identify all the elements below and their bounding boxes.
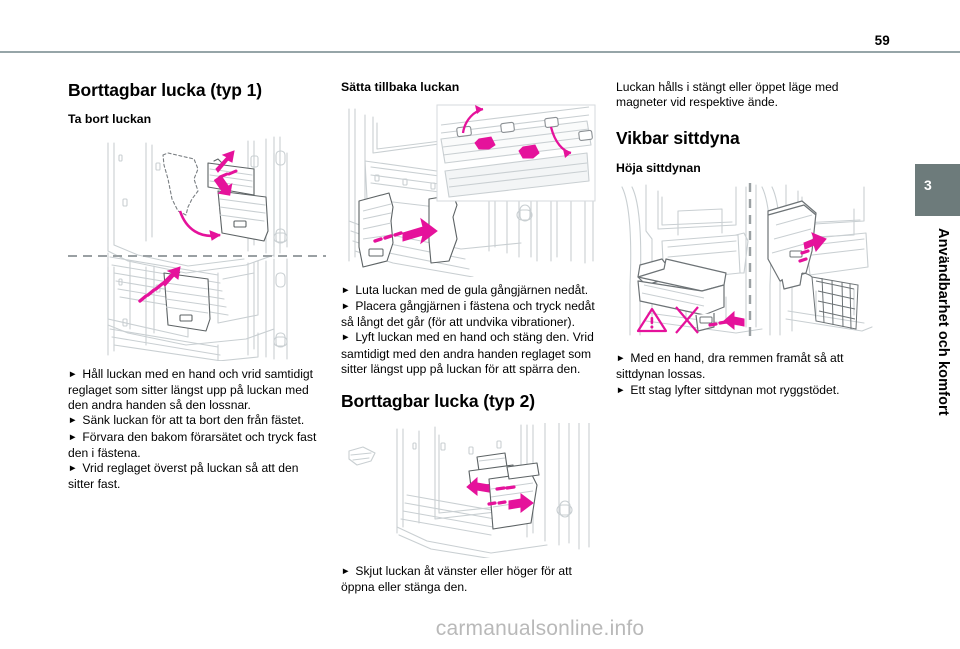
figure-sliding-panel-type2 — [341, 423, 599, 559]
bullet-triangle-icon: ► — [341, 300, 351, 312]
list-item-text: Placera gångjärnen i fästena och tryck n… — [341, 298, 595, 330]
figure-panel-refit — [341, 101, 599, 277]
instruction-list-middle: ► Luta luckan med de gula gångjärnen nedå… — [341, 283, 599, 377]
instruction-list-left: ►Håll luckan med en hand och vrid samtid… — [68, 367, 326, 493]
column-right: Luckan hålls i stängt eller öppet läge m… — [616, 80, 874, 399]
subsection-title-refit-hatch: Sätta tillbaka luckan — [341, 80, 460, 94]
figure-panel-removal — [68, 133, 326, 361]
list-item-text: Luta luckan med de gula gångjärnen nedåt… — [355, 282, 589, 297]
list-item-text: Sänk luckan för att ta bort den från fäs… — [82, 413, 305, 428]
list-item: ►Förvara den bakom förarsätet och tryck … — [68, 430, 326, 461]
list-item: ►Skjut luckan åt vänster eller höger för… — [341, 564, 599, 595]
column-middle: Sätta tillbaka luckan — [341, 80, 599, 596]
section-title-removable-hatch-type2: Borttagbar lucka (typ 2) — [341, 390, 536, 411]
list-item-text: Skjut luckan åt vänster eller höger för … — [341, 564, 572, 595]
chapter-tab: 3 — [915, 164, 960, 216]
list-item-text: Lyft luckan med en hand och stäng den. V… — [341, 330, 594, 376]
bullet-triangle-icon: ► — [341, 284, 351, 296]
list-item-text: Ett stag lyfter sittdynan mot ryggstödet… — [630, 382, 840, 397]
page-number: 59 — [874, 33, 890, 48]
site-watermark: carmanualsonline.info — [435, 617, 645, 640]
subsection-title-remove-hatch: Ta bort luckan — [68, 112, 152, 127]
header-divider — [0, 51, 960, 53]
list-item: ►Med en hand, dra remmen framåt så att s… — [616, 351, 874, 382]
subsection-title-raise-cushion: Höja sittdynan — [616, 160, 701, 175]
bullet-triangle-icon: ► — [68, 431, 78, 443]
section-title-folding-cushion: Vikbar sittdyna — [616, 128, 740, 149]
bullet-triangle-icon: ► — [341, 332, 351, 344]
list-item: ►Lyft luckan med en hand och stäng den. … — [341, 330, 599, 377]
bullet-triangle-icon: ► — [616, 353, 626, 365]
list-item: ►Håll luckan med en hand och vrid samtid… — [68, 367, 326, 414]
column-left: Borttagbar lucka (typ 1) Ta bort luckan — [68, 80, 326, 493]
bullet-triangle-icon: ► — [68, 415, 78, 427]
list-item: ► Luta luckan med de gula gångjärnen nedå… — [341, 283, 599, 299]
bullet-triangle-icon: ► — [68, 368, 78, 380]
list-item-text: Med en hand, dra remmen framåt så att si… — [616, 351, 844, 382]
instruction-list-middle-2: ►Skjut luckan åt vänster eller höger för… — [341, 564, 599, 595]
list-item-text: Förvara den bakom förarsätet och tryck f… — [68, 429, 317, 460]
chapter-tab-number: 3 — [924, 177, 932, 193]
chapter-title: Användbarhet och komfort — [935, 228, 951, 416]
list-item: ► Ett stag lyfter sittdynan mot ryggstöde… — [616, 383, 874, 399]
list-item-text: Vrid reglaget överst på luckan så att de… — [68, 461, 299, 492]
section-title-removable-hatch-type1: Borttagbar lucka (typ 1) — [68, 80, 263, 100]
bullet-triangle-icon: ► — [341, 566, 351, 578]
list-item-text: Håll luckan med en hand och vrid samtidi… — [68, 366, 313, 413]
intro-paragraph-magnets: Luckan hålls i stängt eller öppet läge m… — [616, 80, 839, 110]
bullet-triangle-icon: ► — [616, 384, 626, 396]
bullet-triangle-icon: ► — [68, 463, 78, 475]
list-item: ►Placera gångjärnen i fästena och tryck … — [341, 299, 599, 330]
list-item: ► Sänk luckan för att ta bort den från fä… — [68, 413, 326, 429]
figure-folding-seat-cushion — [616, 181, 874, 341]
list-item: ►Vrid reglaget överst på luckan så att d… — [68, 461, 326, 492]
instruction-list-right: ►Med en hand, dra remmen framåt så att s… — [616, 351, 874, 399]
